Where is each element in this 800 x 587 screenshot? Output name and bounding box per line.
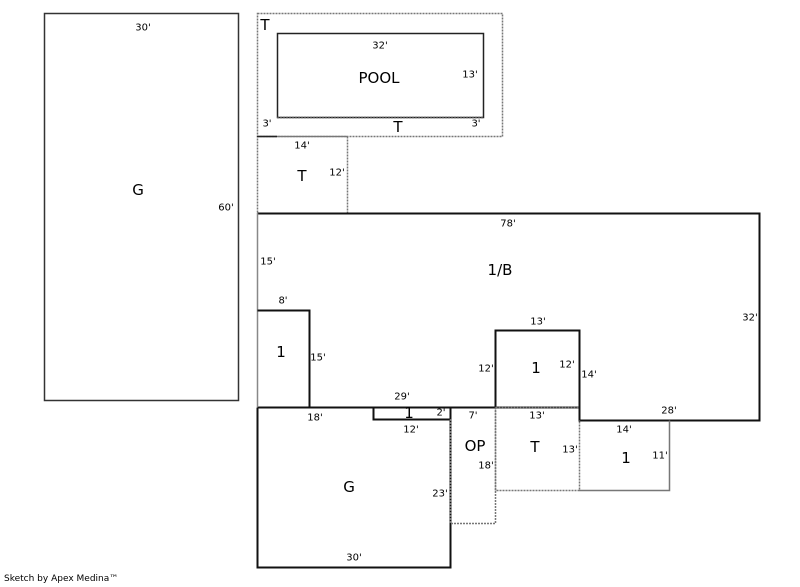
main-house-outline [257,212,761,422]
dim-label: 12' [559,359,575,371]
area-label: 1 [276,343,286,361]
dim-label: 13' [562,444,578,456]
dim-label: 8' [278,295,288,307]
area-label: 1 [621,449,631,467]
dim-label: 12' [403,424,419,436]
area-label: G [343,478,355,496]
dim-label: 30' [346,552,362,564]
dim-label: 15' [310,352,326,364]
area-label: T [530,438,540,456]
dim-label: 3' [471,118,481,130]
dim-label: 60' [218,202,234,214]
dim-label: 18' [478,460,494,472]
dim-label: 14' [294,140,310,152]
dim-label: 2' [436,407,446,419]
area-label: 1 [404,404,414,422]
left-wing-outline [257,309,311,408]
area-label: T [393,118,403,136]
dim-label: 14' [581,369,597,381]
pool-terrace-outline [256,12,504,138]
dim-label: 78' [500,218,516,230]
area-label: 1 [531,359,541,377]
dim-label: 32' [742,312,758,324]
dim-label: 15' [260,256,276,268]
area-label: OP [464,437,486,455]
detached-garage-outline [43,12,240,402]
area-label: POOL [358,69,400,87]
dim-label: 13' [530,316,546,328]
dim-label: 13' [529,410,545,422]
area-label: G [132,181,144,199]
dim-label: 13' [462,69,478,81]
dim-label: 28' [661,405,677,417]
dim-label: 23' [432,488,448,500]
dim-label: 30' [135,22,151,34]
area-label: T [260,16,270,34]
garage-outline [256,407,452,569]
dim-label: 29' [394,391,410,403]
dim-label: 7' [468,410,478,422]
dim-label: 11' [652,450,668,462]
area-label: T [297,167,307,185]
dim-label: 18' [307,412,323,424]
center-terrace-outline [494,406,581,492]
area-label: 1/B [487,261,513,279]
dim-label: 12' [329,167,345,179]
center-room-outline [494,329,581,408]
right-room-outline [579,420,671,492]
sketch-credit: Sketch by Apex Medina™ [4,574,119,584]
dim-label: 12' [478,363,494,375]
dim-label: 3' [262,118,272,130]
dim-label: 14' [616,424,632,436]
dim-label: 32' [372,40,388,52]
